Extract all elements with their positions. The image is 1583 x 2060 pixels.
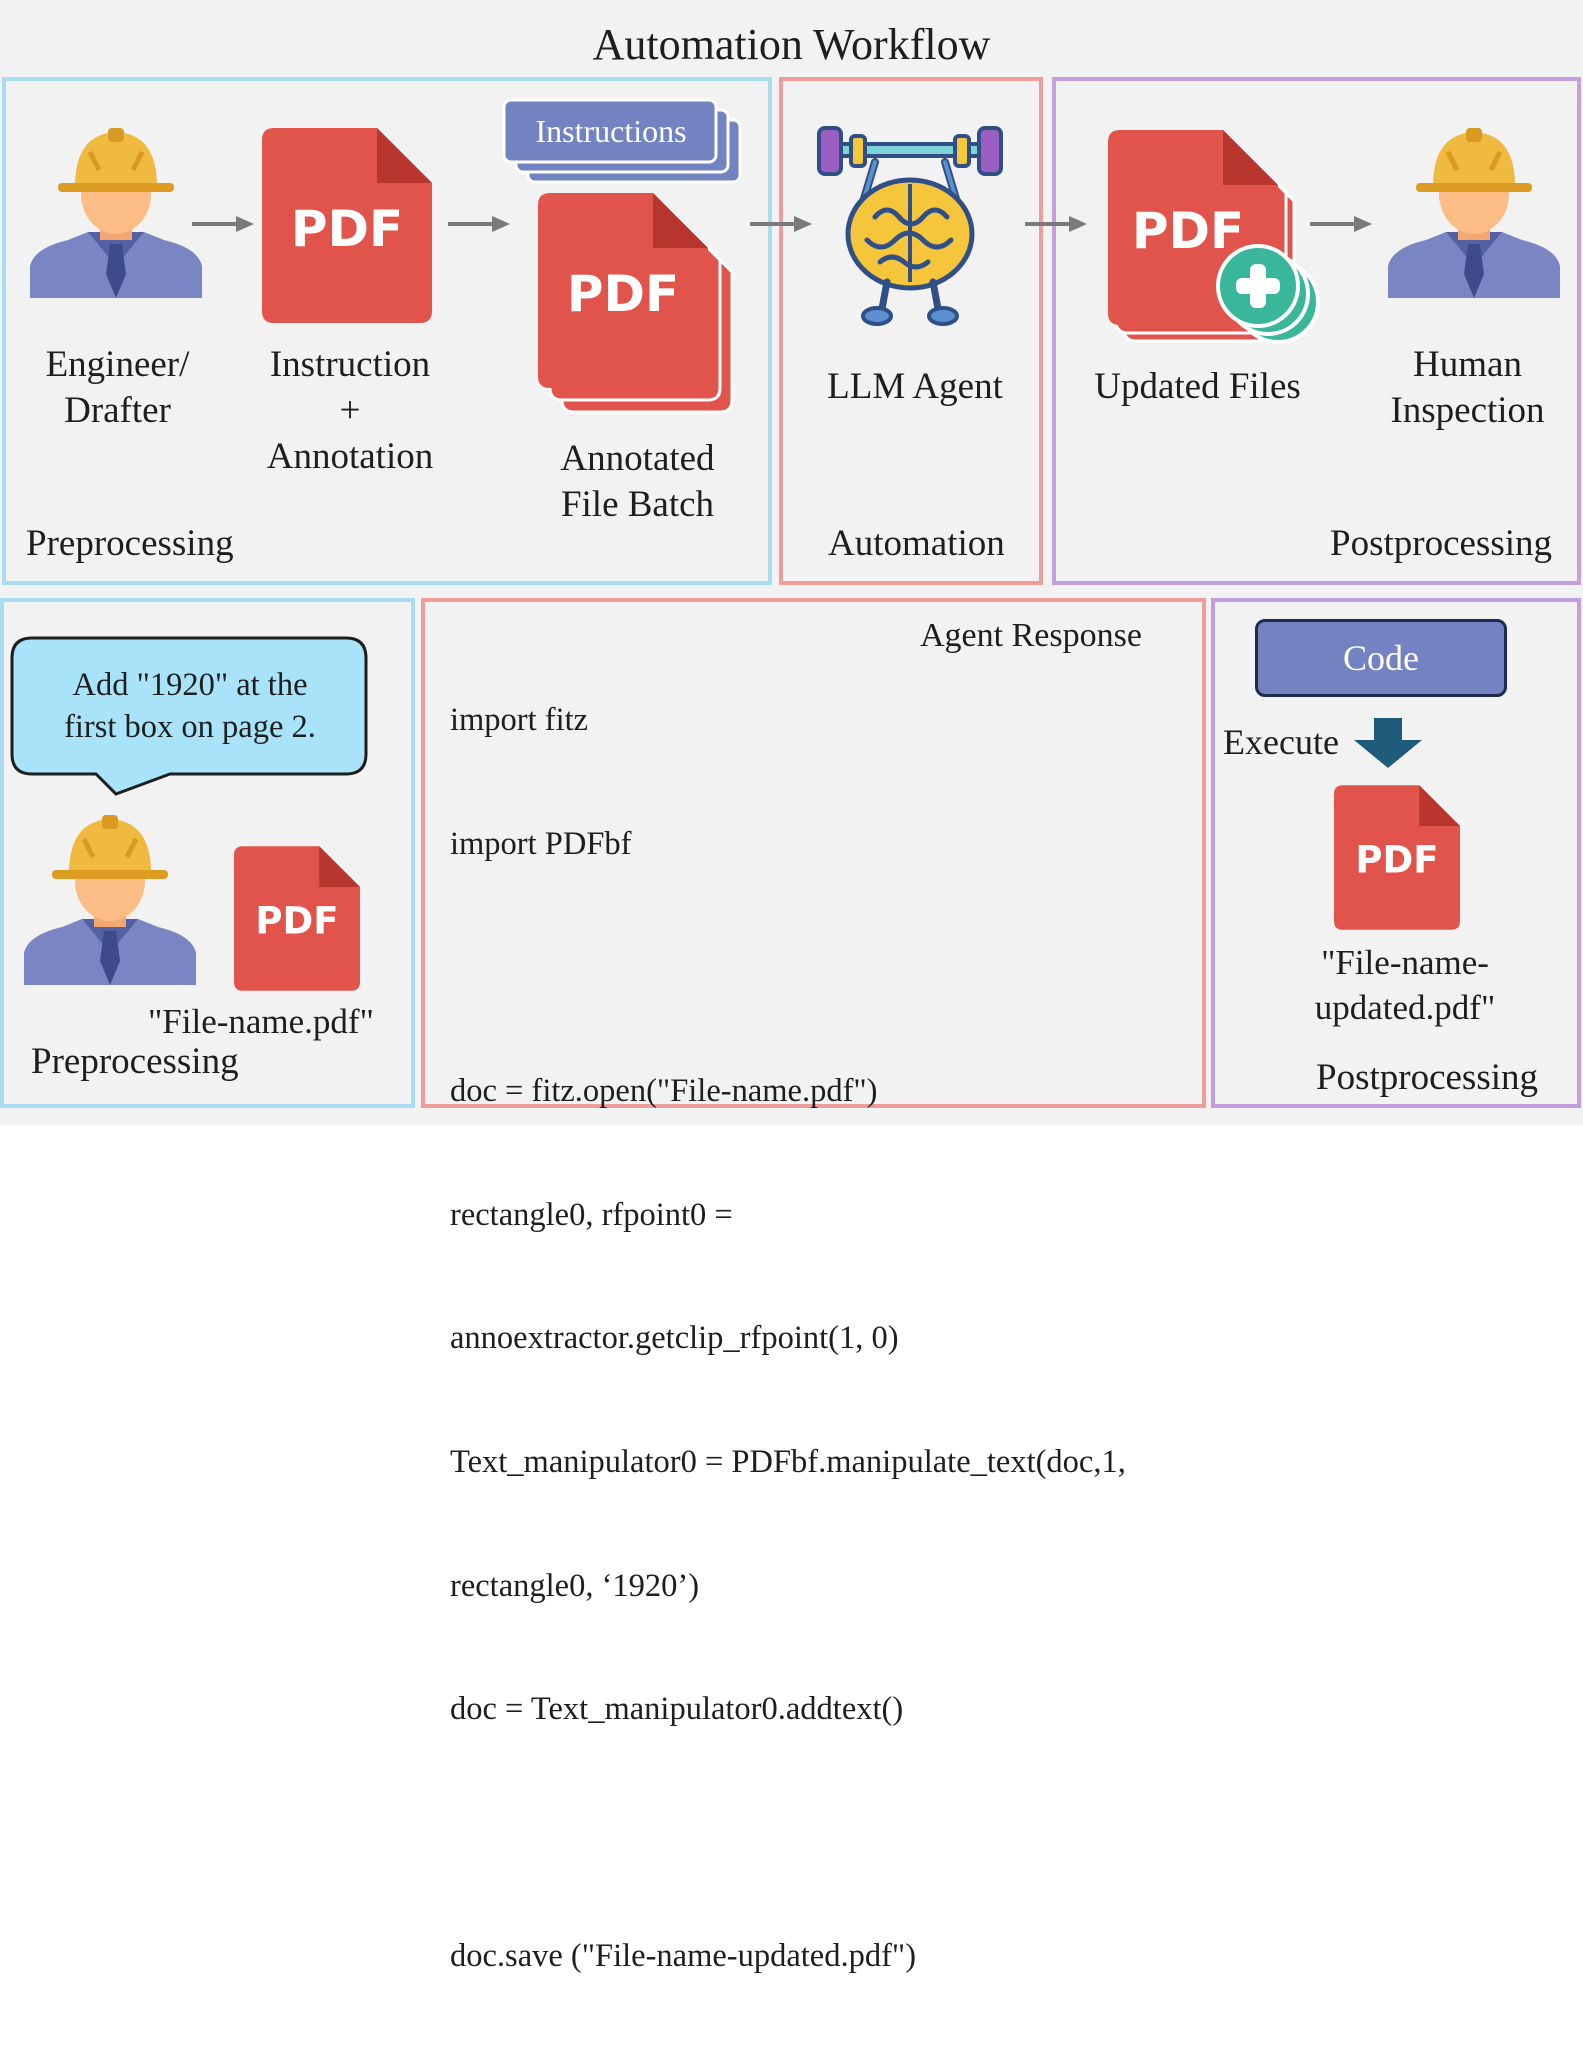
automation-stage-label: Automation [828, 523, 1005, 564]
code-block: import fitz import PDFbf doc = fitz.open… [450, 618, 1126, 2060]
svg-text:PDF: PDF [567, 265, 679, 323]
bottom-preprocessing-stage-label: Preprocessing [31, 1041, 239, 1082]
diagram-title: Automation Workflow [592, 20, 991, 69]
automation-panel [779, 77, 1043, 585]
speech-text: Add "1920" at the first box on page 2. [64, 667, 316, 745]
code-line: annoextractor.getclip_rfpoint(1, 0) [450, 1320, 899, 1357]
updated-file-name-label: "File-name- updated.pdf" [1314, 943, 1496, 1027]
code-line [450, 1813, 1126, 1854]
pdf-icon: PDF [262, 128, 432, 323]
file-name-label: "File-name.pdf" [148, 1002, 374, 1041]
arrow-right-icon [192, 216, 256, 232]
code-line: import fitz [450, 702, 589, 739]
arrow-right-icon [448, 216, 512, 232]
updated-files-label: Updated Files [1094, 366, 1301, 407]
svg-text:PDF: PDF [1132, 202, 1244, 260]
code-line: Text_manipulator0 = PDFbf.manipulate_tex… [450, 1443, 1126, 1480]
bottom-preprocessing-panel [0, 598, 415, 1108]
inspector-icon [1388, 128, 1560, 300]
engineer-icon [24, 815, 196, 987]
arrow-right-icon [1025, 216, 1089, 232]
execute-arrow-icon [1354, 718, 1422, 768]
postprocessing-panel [1052, 77, 1581, 585]
code-line [450, 948, 1126, 989]
bottom-postprocessing-stage-label: Postprocessing [1316, 1057, 1538, 1098]
postprocessing-stage-label: Postprocessing [1330, 523, 1552, 564]
code-line: doc = fitz.open("File-name.pdf") [450, 1073, 878, 1110]
pdf-icon: PDF [234, 846, 360, 991]
instruction-label: Instruction + Annotation [266, 344, 434, 477]
llm-agent-icon [817, 126, 1003, 326]
human-inspection-label: Human Inspection [1390, 344, 1545, 431]
preprocessing-stage-label: Preprocessing [26, 523, 234, 564]
arrow-right-icon [1310, 216, 1374, 232]
svg-text:PDF: PDF [255, 900, 338, 943]
bottom-postprocessing-panel [1211, 598, 1581, 1108]
pdf-batch-icon: PDF [538, 193, 734, 414]
agent-response-panel [421, 598, 1206, 1108]
speech-bubble [10, 636, 368, 796]
code-line: import PDFbf [450, 826, 632, 862]
pdf-icon: PDF [1334, 785, 1460, 930]
execute-label: Execute [1223, 722, 1339, 762]
engineer-icon [30, 128, 202, 300]
updated-pdf-icon: PDF [1108, 130, 1320, 344]
code-box: Code [1255, 619, 1507, 697]
diagram-canvas: Automation Workflow Engineer/ Drafter PD… [0, 0, 1583, 1974]
batch-label: Annotated File Batch [560, 438, 715, 525]
svg-text:PDF: PDF [1355, 839, 1438, 882]
svg-text:PDF: PDF [291, 200, 403, 258]
preprocessing-panel [2, 77, 772, 585]
code-line: doc = Text_manipulator0.addtext() [450, 1691, 904, 1728]
agent-response-heading: Agent Response [920, 617, 1142, 654]
instructions-tag: Instructions [535, 113, 687, 149]
llm-agent-label: LLM Agent [827, 366, 1003, 407]
code-line: rectangle0, ‘1920’) [450, 1567, 700, 1604]
engineer-label: Engineer/ Drafter [45, 344, 190, 431]
code-line: doc.save ("File-name-updated.pdf") [450, 1938, 917, 1975]
instructions-stack [502, 98, 742, 184]
code-line: rectangle0, rfpoint0 = [450, 1196, 733, 1233]
